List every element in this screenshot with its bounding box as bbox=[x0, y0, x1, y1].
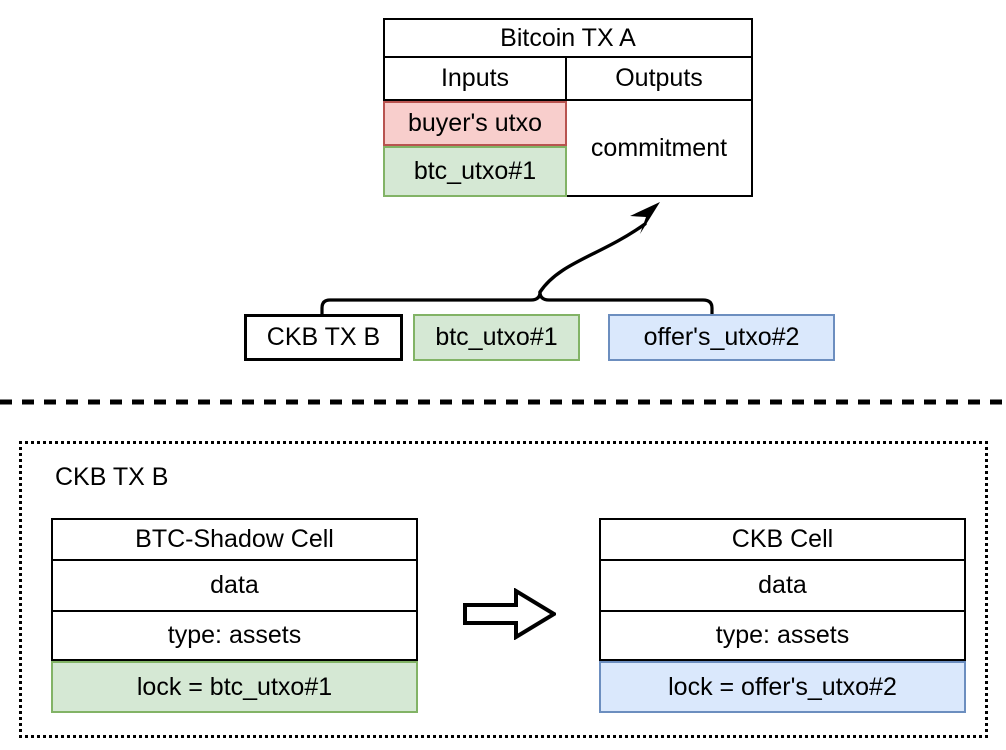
btc-shadow-cell-title: BTC-Shadow Cell bbox=[53, 520, 416, 561]
dashed-section-divider bbox=[0, 399, 1006, 405]
ckb-cell-lock-row: lock = offer's_utxo#2 bbox=[599, 661, 966, 713]
bitcoin-tx-a-outputs-column: Outputs commitment bbox=[567, 58, 751, 195]
output-commitment: commitment bbox=[590, 133, 728, 162]
brace-to-commitment-arrow bbox=[320, 202, 714, 316]
bitcoin-tx-a-inputs-column: Inputs buyer's utxo btc_utxo#1 bbox=[383, 58, 567, 197]
bitcoin-tx-a-title: Bitcoin TX A bbox=[385, 20, 751, 58]
input-btc-utxo-1: btc_utxo#1 bbox=[383, 146, 567, 197]
inputs-header: Inputs bbox=[385, 58, 565, 101]
input-buyers-utxo: buyer's utxo bbox=[383, 101, 567, 146]
btc-shadow-cell-data-row: data bbox=[53, 561, 416, 612]
transform-arrow-icon bbox=[463, 588, 556, 640]
ckb-cell-type-row: type: assets bbox=[601, 612, 964, 661]
ckb-tx-b-ref-box: CKB TX B bbox=[244, 314, 403, 361]
bitcoin-tx-a-table: Bitcoin TX A Inputs buyer's utxo btc_utx… bbox=[383, 18, 753, 197]
ckb-cell-table: CKB Cell data type: assets lock = offer'… bbox=[599, 518, 966, 713]
ckb-tx-b-item-offers-utxo-2: offer's_utxo#2 bbox=[608, 314, 835, 361]
ckb-cell-title: CKB Cell bbox=[601, 520, 964, 561]
btc-shadow-cell-lock-row: lock = btc_utxo#1 bbox=[51, 661, 418, 713]
btc-shadow-cell-table: BTC-Shadow Cell data type: assets lock =… bbox=[51, 518, 418, 713]
ckb-tx-b-panel-title: CKB TX B bbox=[55, 463, 169, 491]
btc-shadow-cell-type-row: type: assets bbox=[53, 612, 416, 661]
outputs-header: Outputs bbox=[567, 58, 751, 101]
ckb-cell-data-row: data bbox=[601, 561, 964, 612]
ckb-tx-b-item-btc-utxo-1: btc_utxo#1 bbox=[413, 314, 580, 361]
